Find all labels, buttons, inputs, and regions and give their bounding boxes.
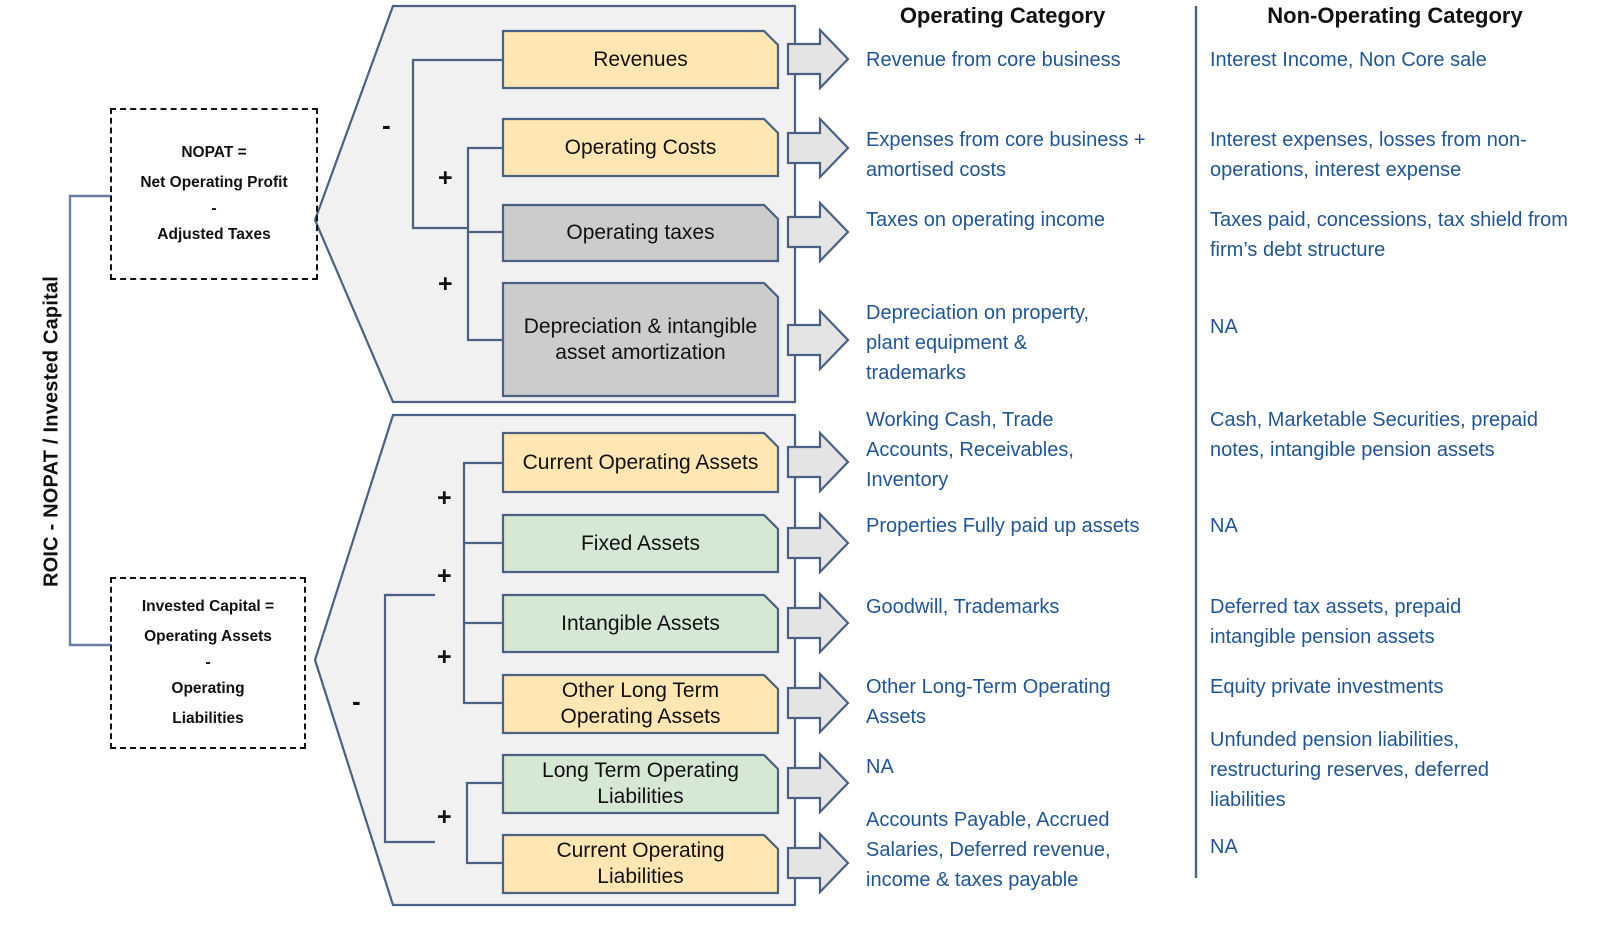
process-box-label: Other Long Term Operating Assets: [560, 679, 721, 728]
nopat-line-3: Adjusted Taxes: [157, 226, 271, 244]
non-operating-desc-current-operating-liabilities: NA: [1210, 836, 1238, 858]
process-box-fixed-assets[interactable]: Fixed Assets: [503, 515, 778, 572]
header-non-operating-category: Non-Operating Category: [1267, 3, 1523, 28]
right-arrow-icon: [786, 430, 850, 494]
definition-box-invested-capital: Invested Capital = Operating Assets - Op…: [110, 577, 306, 749]
process-box-label: Operating Costs: [564, 135, 717, 159]
nopat-operator: -: [211, 199, 217, 217]
operating-desc-current-operating-liabilities: Accounts Payable, Accrued Salaries, Defe…: [866, 809, 1111, 891]
non-operating-desc-operating-costs: Interest expenses, losses from non-opera…: [1210, 129, 1527, 181]
process-box-depreciation-amortization[interactable]: Depreciation & intangible asset amortiza…: [503, 283, 778, 396]
nopat-line-1: NOPAT =: [181, 144, 247, 162]
operating-desc-lt-operating-liabilities: NA: [866, 756, 894, 778]
process-box-current-operating-assets[interactable]: Current Operating Assets: [503, 433, 778, 492]
operating-desc-current-operating-assets: Working Cash, Trade Accounts, Receivable…: [866, 409, 1074, 491]
operating-desc-fixed-assets: Properties Fully paid up assets: [866, 515, 1140, 537]
invested-capital-operator: -: [205, 653, 211, 671]
arrow-group: [786, 27, 850, 895]
operating-desc-intangible-assets: Goodwill, Trademarks: [866, 596, 1060, 618]
operating-desc-operating-taxes: Taxes on operating income: [866, 209, 1106, 231]
nopat-outer-bracket: [411, 58, 503, 230]
operator-nopat-inner-2: +: [438, 270, 453, 298]
operator-ic-inner-3: +: [437, 643, 452, 671]
nopat-inner-bracket-1: [466, 146, 503, 234]
process-box-revenues[interactable]: Revenues: [503, 31, 778, 88]
page-title-vertical: ROIC - NOPAT / Invested Capital: [40, 275, 63, 588]
right-arrow-icon: [786, 751, 850, 815]
process-box-label: Current Operating Liabilities: [556, 839, 725, 888]
process-box-label: Revenues: [593, 47, 688, 71]
process-box-other-long-term-operating-assets[interactable]: Other Long Term Operating Assets: [503, 675, 778, 733]
nopat-inner-bracket-2: [466, 232, 503, 342]
non-operating-desc-fixed-assets: NA: [1210, 515, 1238, 537]
invested-capital-line-3a: Operating: [171, 680, 245, 698]
non-operating-desc-depreciation: NA: [1210, 316, 1238, 338]
invested-capital-line-2: Operating Assets: [144, 627, 272, 645]
right-arrow-icon: [786, 116, 850, 180]
process-box-label: Fixed Assets: [580, 531, 701, 555]
operating-desc-other-lt-operating-assets: Other Long-Term Operating Assets: [866, 676, 1111, 728]
non-operating-desc-operating-taxes: Taxes paid, concessions, tax shield from…: [1210, 209, 1568, 261]
header-operating-category: Operating Category: [899, 3, 1106, 28]
non-operating-desc-other-lt-operating-assets: Equity private investments: [1210, 676, 1444, 698]
process-box-label: Operating taxes: [566, 221, 715, 245]
ic-outer-bracket: [383, 593, 435, 844]
operator-ic-outer: -: [352, 686, 361, 716]
right-arrow-icon: [786, 671, 850, 735]
process-box-long-term-operating-liabilities[interactable]: Long Term Operating Liabilities: [503, 755, 778, 813]
process-box-label: Intangible Assets: [561, 611, 720, 635]
operator-ic-inner-2: +: [437, 562, 452, 590]
roic-brace: [68, 194, 112, 647]
process-box-label: Depreciation & intangible asset amortiza…: [523, 314, 758, 364]
operating-desc-operating-costs: Expenses from core business + amortised …: [866, 129, 1146, 181]
process-box-operating-costs[interactable]: Operating Costs: [503, 119, 778, 176]
operating-desc-depreciation: Depreciation on property, plant equipmen…: [866, 302, 1090, 384]
invested-capital-line-3b: Liabilities: [172, 710, 244, 727]
definition-box-nopat: NOPAT = Net Operating Profit - Adjusted …: [110, 108, 318, 280]
non-operating-desc-lt-operating-liabilities: Unfunded pension liabilities, restructur…: [1210, 729, 1490, 811]
non-operating-desc-revenues: Interest Income, Non Core sale: [1210, 49, 1487, 71]
nopat-line-2: Net Operating Profit: [140, 173, 288, 191]
ic-assets-bracket-3: [462, 623, 503, 705]
right-arrow-icon: [786, 27, 850, 91]
non-operating-desc-current-operating-assets: Cash, Marketable Securities, prepaid not…: [1210, 409, 1538, 461]
ic-liabilities-bracket: [465, 781, 503, 865]
process-box-intangible-assets[interactable]: Intangible Assets: [503, 595, 778, 652]
right-arrow-icon: [786, 831, 850, 895]
operator-ic-inner-4: +: [437, 803, 452, 831]
process-box-label: Long Term Operating Liabilities: [542, 759, 739, 808]
process-box-label: Current Operating Assets: [522, 450, 759, 474]
ic-assets-bracket-2: [462, 543, 503, 625]
right-arrow-icon: [786, 511, 850, 575]
process-box-current-operating-liabilities[interactable]: Current Operating Liabilities: [503, 835, 778, 893]
right-arrow-icon: [786, 591, 850, 655]
non-operating-desc-intangible-assets: Deferred tax assets, prepaid intangible …: [1210, 596, 1462, 648]
operator-nopat-inner-1: +: [438, 164, 453, 192]
invested-capital-line-1: Invested Capital =: [141, 598, 275, 616]
ic-assets-bracket-1: [462, 461, 503, 545]
operator-ic-inner-1: +: [437, 484, 452, 512]
right-arrow-icon: [786, 200, 850, 264]
process-box-operating-taxes[interactable]: Operating taxes: [503, 205, 778, 261]
right-arrow-icon: [786, 308, 850, 372]
operator-nopat-outer: -: [382, 110, 391, 140]
operating-desc-revenues: Revenue from core business: [866, 49, 1121, 71]
